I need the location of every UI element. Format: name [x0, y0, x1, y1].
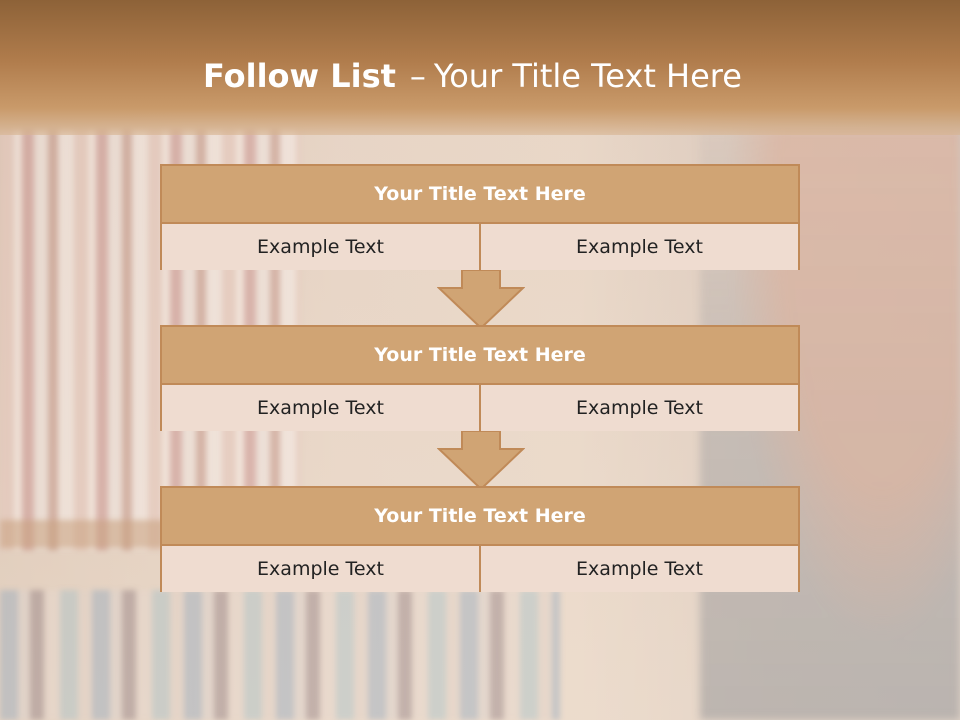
block-cell-right: Example Text — [479, 546, 798, 592]
block-row: Example Text Example Text — [162, 385, 798, 431]
block-row: Example Text Example Text — [162, 224, 798, 270]
header-band — [0, 0, 960, 135]
block-cell-left: Example Text — [162, 385, 479, 431]
slide-title: Follow List–Your Title Text Here — [0, 52, 945, 100]
block-title: Your Title Text Here — [162, 327, 798, 385]
block-row: Example Text Example Text — [162, 546, 798, 592]
block-cell-left: Example Text — [162, 224, 479, 270]
list-block-1: Your Title Text Here Example Text Exampl… — [160, 164, 800, 270]
title-rest: Your Title Text Here — [433, 57, 742, 95]
block-cell-left: Example Text — [162, 546, 479, 592]
block-cell-right: Example Text — [479, 385, 798, 431]
block-title: Your Title Text Here — [162, 488, 798, 546]
title-bold: Follow List — [203, 57, 396, 95]
bookshelf-bottom — [0, 590, 560, 720]
block-cell-right: Example Text — [479, 224, 798, 270]
down-arrow-icon — [437, 270, 525, 330]
list-block-2: Your Title Text Here Example Text Exampl… — [160, 325, 800, 431]
down-arrow-icon — [437, 431, 525, 491]
title-dash: – — [409, 57, 426, 95]
list-block-3: Your Title Text Here Example Text Exampl… — [160, 486, 800, 592]
block-title: Your Title Text Here — [162, 166, 798, 224]
